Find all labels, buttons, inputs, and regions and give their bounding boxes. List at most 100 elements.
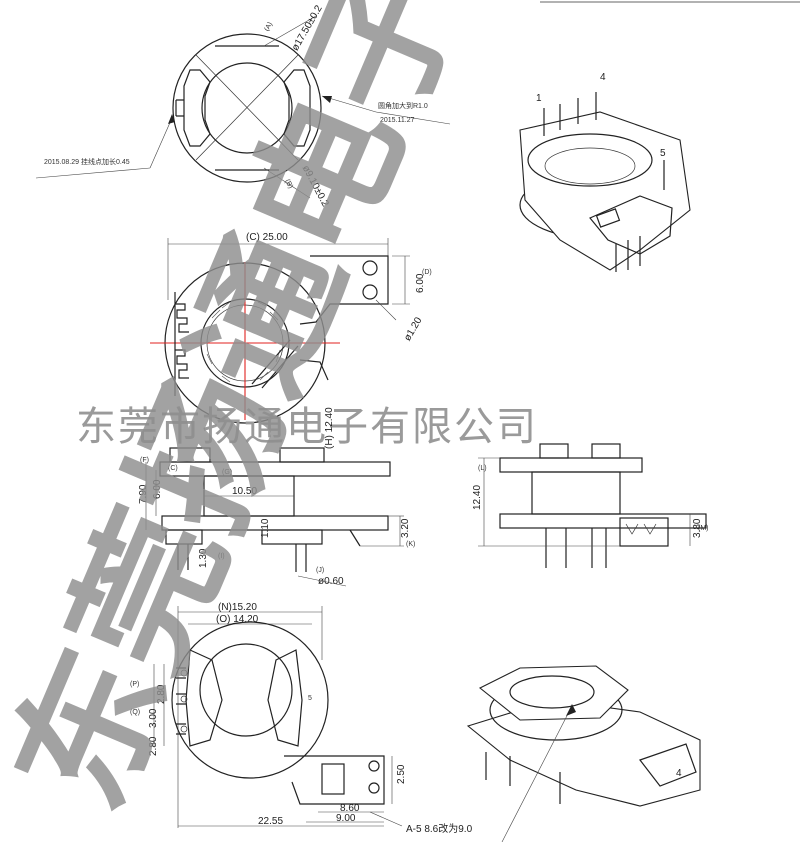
leader-b [263,167,311,199]
dim-1420: (O) 14.20 [216,614,259,625]
dim-320: 3.20 [400,518,411,538]
dim-pin: ø0.60 [318,576,344,587]
note-leader [369,811,403,827]
note-underline [375,111,451,125]
note-leader-left-2 [149,117,173,169]
outer-diameter-circle [172,33,322,183]
dim-900: 9.00 [336,813,356,824]
plan-ramp [251,339,291,385]
iso-body [519,111,691,271]
dim-130: 1.30 [198,548,209,568]
plan-hatch [206,301,281,383]
pin-dot [180,725,188,733]
plan-pin-hole [362,260,378,276]
dim-e-value: ø1.20 [402,315,425,343]
dim-1240: 12.40 [472,485,483,510]
plan-ramp-2 [261,345,299,389]
rs-pin-block [619,517,669,547]
dim-110: 1.10 [260,518,271,538]
dim-b-label: (B) [283,178,294,190]
dim-a-label: (A) [263,21,274,33]
rs-core [531,471,621,515]
iso-core-inner [544,147,636,185]
note-left: 2015.08.29 挂线点加长0.45 [44,157,130,166]
bottom-slot [321,763,345,795]
pin-dot [180,669,188,677]
center-line [195,54,299,161]
iso-view-top-right: 1 4 5 [519,72,691,272]
watermark-company: 东莞市扬通电子有限公司 [76,405,538,449]
dim-f-label: (F) [140,457,149,464]
bottom-pin-hole [368,760,380,772]
iso2-top-flange [478,665,629,721]
iso-lower-pins [615,236,641,272]
dim-300: 3.00 [148,708,159,728]
dim-c-label: (C) 25.00 [246,232,288,243]
dim-g-label: (G) [222,469,232,476]
side-foot-right [261,529,323,545]
dim-2255: 22.55 [258,816,283,827]
dim-1050: 10.50 [232,486,257,497]
iso2-leader [501,705,573,842]
dim-1520: (N)15.20 [218,602,257,613]
left-hook [175,99,184,117]
dim-d-value: 6.00 [415,273,426,293]
iso2-core [509,675,595,709]
iso-pin-label-1: 1 [536,93,542,104]
dim-860: 8.60 [340,803,360,814]
bottom-left-pins [176,667,186,735]
note-right-line2: 2015.11.27 [380,117,415,124]
note-change: A-5 8.6改为9.0 [406,822,473,835]
leader-e [375,299,397,321]
arrow-head [322,96,332,103]
left-flange [183,69,211,147]
bottom-pin-label-5: 5 [308,695,312,702]
plan-pin-hole [362,284,378,300]
dim-k-label: (K) [406,541,415,548]
side-foot-left [165,529,203,545]
bottom-core-circle [199,643,293,737]
dim-m-label: (M) [698,525,709,532]
dim-c2-label: (C) [168,465,178,472]
arrow-head [566,704,576,716]
dim-380: 3.80 [692,518,703,538]
side-top-post-left [169,447,211,463]
bottom-outer-circle [171,621,329,779]
side-view: 7.90 6.00 (F) (C) (G) 10.50 (H) 12.40 1.… [138,407,415,587]
plan-pin-block [299,255,389,325]
inner-diameter-circle [201,62,293,154]
dim-q-label: (Q) [130,709,140,716]
iso-pin-block [589,195,673,255]
side-lip [349,529,361,547]
plan-right-edge [299,359,329,381]
iso2-pin-block [639,743,697,787]
rs-top-flange [499,457,643,473]
side-top-post-right [279,447,325,463]
dim-i-label: (I) [218,553,225,560]
dim-600: 6.00 [152,479,163,499]
rs-post-right [591,443,621,459]
right-side-view: (L) 12.40 3.80 (M) [472,443,709,568]
dim-j-label: (J) [316,567,324,574]
rs-notch [625,523,657,535]
iso2-pin-label: 4 [676,768,682,779]
note-leader-left [35,167,151,179]
bottom-left-wing [185,649,223,747]
plan-left-hooks [174,292,189,396]
dim-d-label: (D) [422,269,432,276]
dim-h-label: (H) 12.40 [324,407,335,449]
leader-a [263,15,317,47]
leader-pin [297,575,347,587]
iso-view-bottom-right: 4 [466,665,701,842]
iso-slot [595,208,621,228]
bottom-view: (N)15.20 (O) 14.20 2.80 3.00 2.80 (P) (Q… [130,602,473,835]
dim-p-label: (P) [130,681,139,688]
dim-250: 2.50 [396,764,407,784]
bottom-pin-block [284,755,385,805]
note-right-line1: 圆角加大到R1.0 [378,101,428,110]
iso-pin-label-5: 5 [660,148,666,159]
dim-280a: 2.80 [156,684,167,704]
arrow-head [168,114,175,124]
bottom-right-wing [267,649,303,747]
